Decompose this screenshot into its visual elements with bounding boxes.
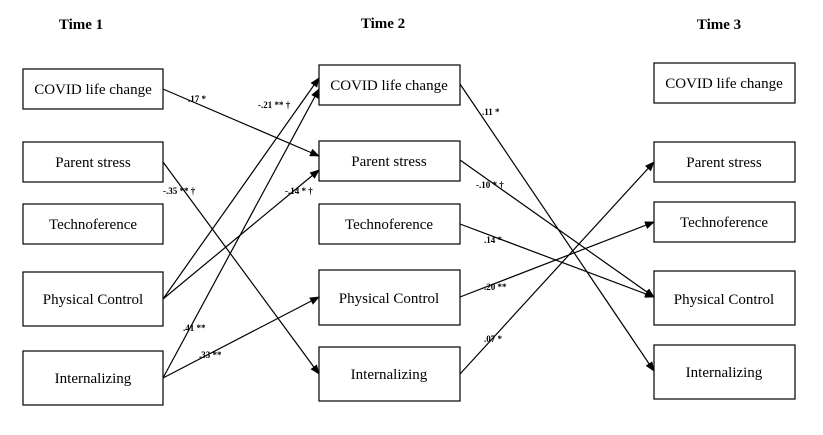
t1-node-parent-stress: Parent stress <box>22 141 164 183</box>
column-title-time-3: Time 3 <box>697 17 741 33</box>
path-coefficient: .20 ** <box>484 282 507 292</box>
t1-node-internalizing: Internalizing <box>22 350 164 406</box>
path-t1-physical-control-to-t2-covid: -.21 ** † <box>162 77 320 300</box>
path-t2-physical-control-to-t3-technoference: .20 ** <box>459 221 655 298</box>
path-arrow <box>459 161 655 375</box>
path-coefficient: .11 * <box>482 107 500 117</box>
path-coefficient: .07 * <box>484 334 503 344</box>
path-t2-parent-stress-to-t3-physical-control: -.10 * † <box>459 159 655 298</box>
t2-node-internalizing: Internalizing <box>318 346 461 402</box>
t2-node-covid-life-change: COVID life change <box>318 64 461 106</box>
path-t2-covid-to-t3-internalizing: .11 * <box>459 83 655 372</box>
node-label: Parent stress <box>351 154 427 170</box>
t3-node-internalizing: Internalizing <box>653 344 796 400</box>
path-coefficient: .14 * <box>484 235 503 245</box>
node-label: Technoference <box>680 215 768 231</box>
t2-node-parent-stress: Parent stress <box>318 140 461 182</box>
node-label: COVID life change <box>34 82 152 98</box>
path-arrow <box>162 161 320 375</box>
path-t2-internalizing-to-t3-parent-stress: .07 * <box>459 161 655 375</box>
t1-node-technoference: Technoference <box>22 203 164 245</box>
path-coefficient: .17 * <box>188 94 207 104</box>
path-arrow <box>162 88 320 379</box>
path-arrow <box>162 296 320 379</box>
t2-node-physical-control: Physical Control <box>318 269 461 326</box>
path-arrow <box>459 83 655 372</box>
path-t1-internalizing-to-t2-covid: .41 ** <box>162 88 320 379</box>
path-t1-internalizing-to-t2-physical-control: .33 ** <box>162 296 320 379</box>
node-label: Physical Control <box>339 291 439 307</box>
node-label: Parent stress <box>686 155 762 171</box>
path-arrow <box>162 88 320 157</box>
path-t2-technoference-to-t3-physical-control: .14 * <box>459 223 655 298</box>
node-label: Physical Control <box>674 292 774 308</box>
t3-node-technoference: Technoference <box>653 201 796 243</box>
column-title-time-1: Time 1 <box>59 17 103 33</box>
path-coefficient: -.10 * † <box>476 180 504 190</box>
path-coefficient: -.14 * † <box>285 186 313 196</box>
path-coefficient: -.21 ** † <box>258 100 291 110</box>
node-label: Internalizing <box>351 367 428 383</box>
node-label: Physical Control <box>43 292 143 308</box>
path-arrow <box>162 77 320 300</box>
path-t1-parent-stress-to-t2-internalizing: -.35 ** † <box>162 161 320 375</box>
path-arrow <box>459 223 655 298</box>
path-coefficient: .33 ** <box>199 350 222 360</box>
path-coefficient: -.35 ** † <box>163 186 196 196</box>
node-label: Parent stress <box>55 155 131 171</box>
path-coefficient: .41 ** <box>183 323 206 333</box>
node-label: Technoference <box>49 217 137 233</box>
t3-node-physical-control: Physical Control <box>653 270 796 326</box>
t1-node-physical-control: Physical Control <box>22 271 164 327</box>
node-label: COVID life change <box>330 78 448 94</box>
t1-node-covid-life-change: COVID life change <box>22 68 164 110</box>
t3-node-parent-stress: Parent stress <box>653 141 796 183</box>
path-arrow <box>459 221 655 298</box>
node-label: Technoference <box>345 217 433 233</box>
path-t1-covid-to-t2-parent-stress: .17 * <box>162 88 320 157</box>
t2-node-technoference: Technoference <box>318 203 461 245</box>
node-label: Internalizing <box>686 365 763 381</box>
column-title-time-2: Time 2 <box>361 16 405 32</box>
node-label: Internalizing <box>55 371 132 387</box>
path-arrow <box>459 159 655 298</box>
t3-node-covid-life-change: COVID life change <box>653 62 796 104</box>
node-label: COVID life change <box>665 76 783 92</box>
